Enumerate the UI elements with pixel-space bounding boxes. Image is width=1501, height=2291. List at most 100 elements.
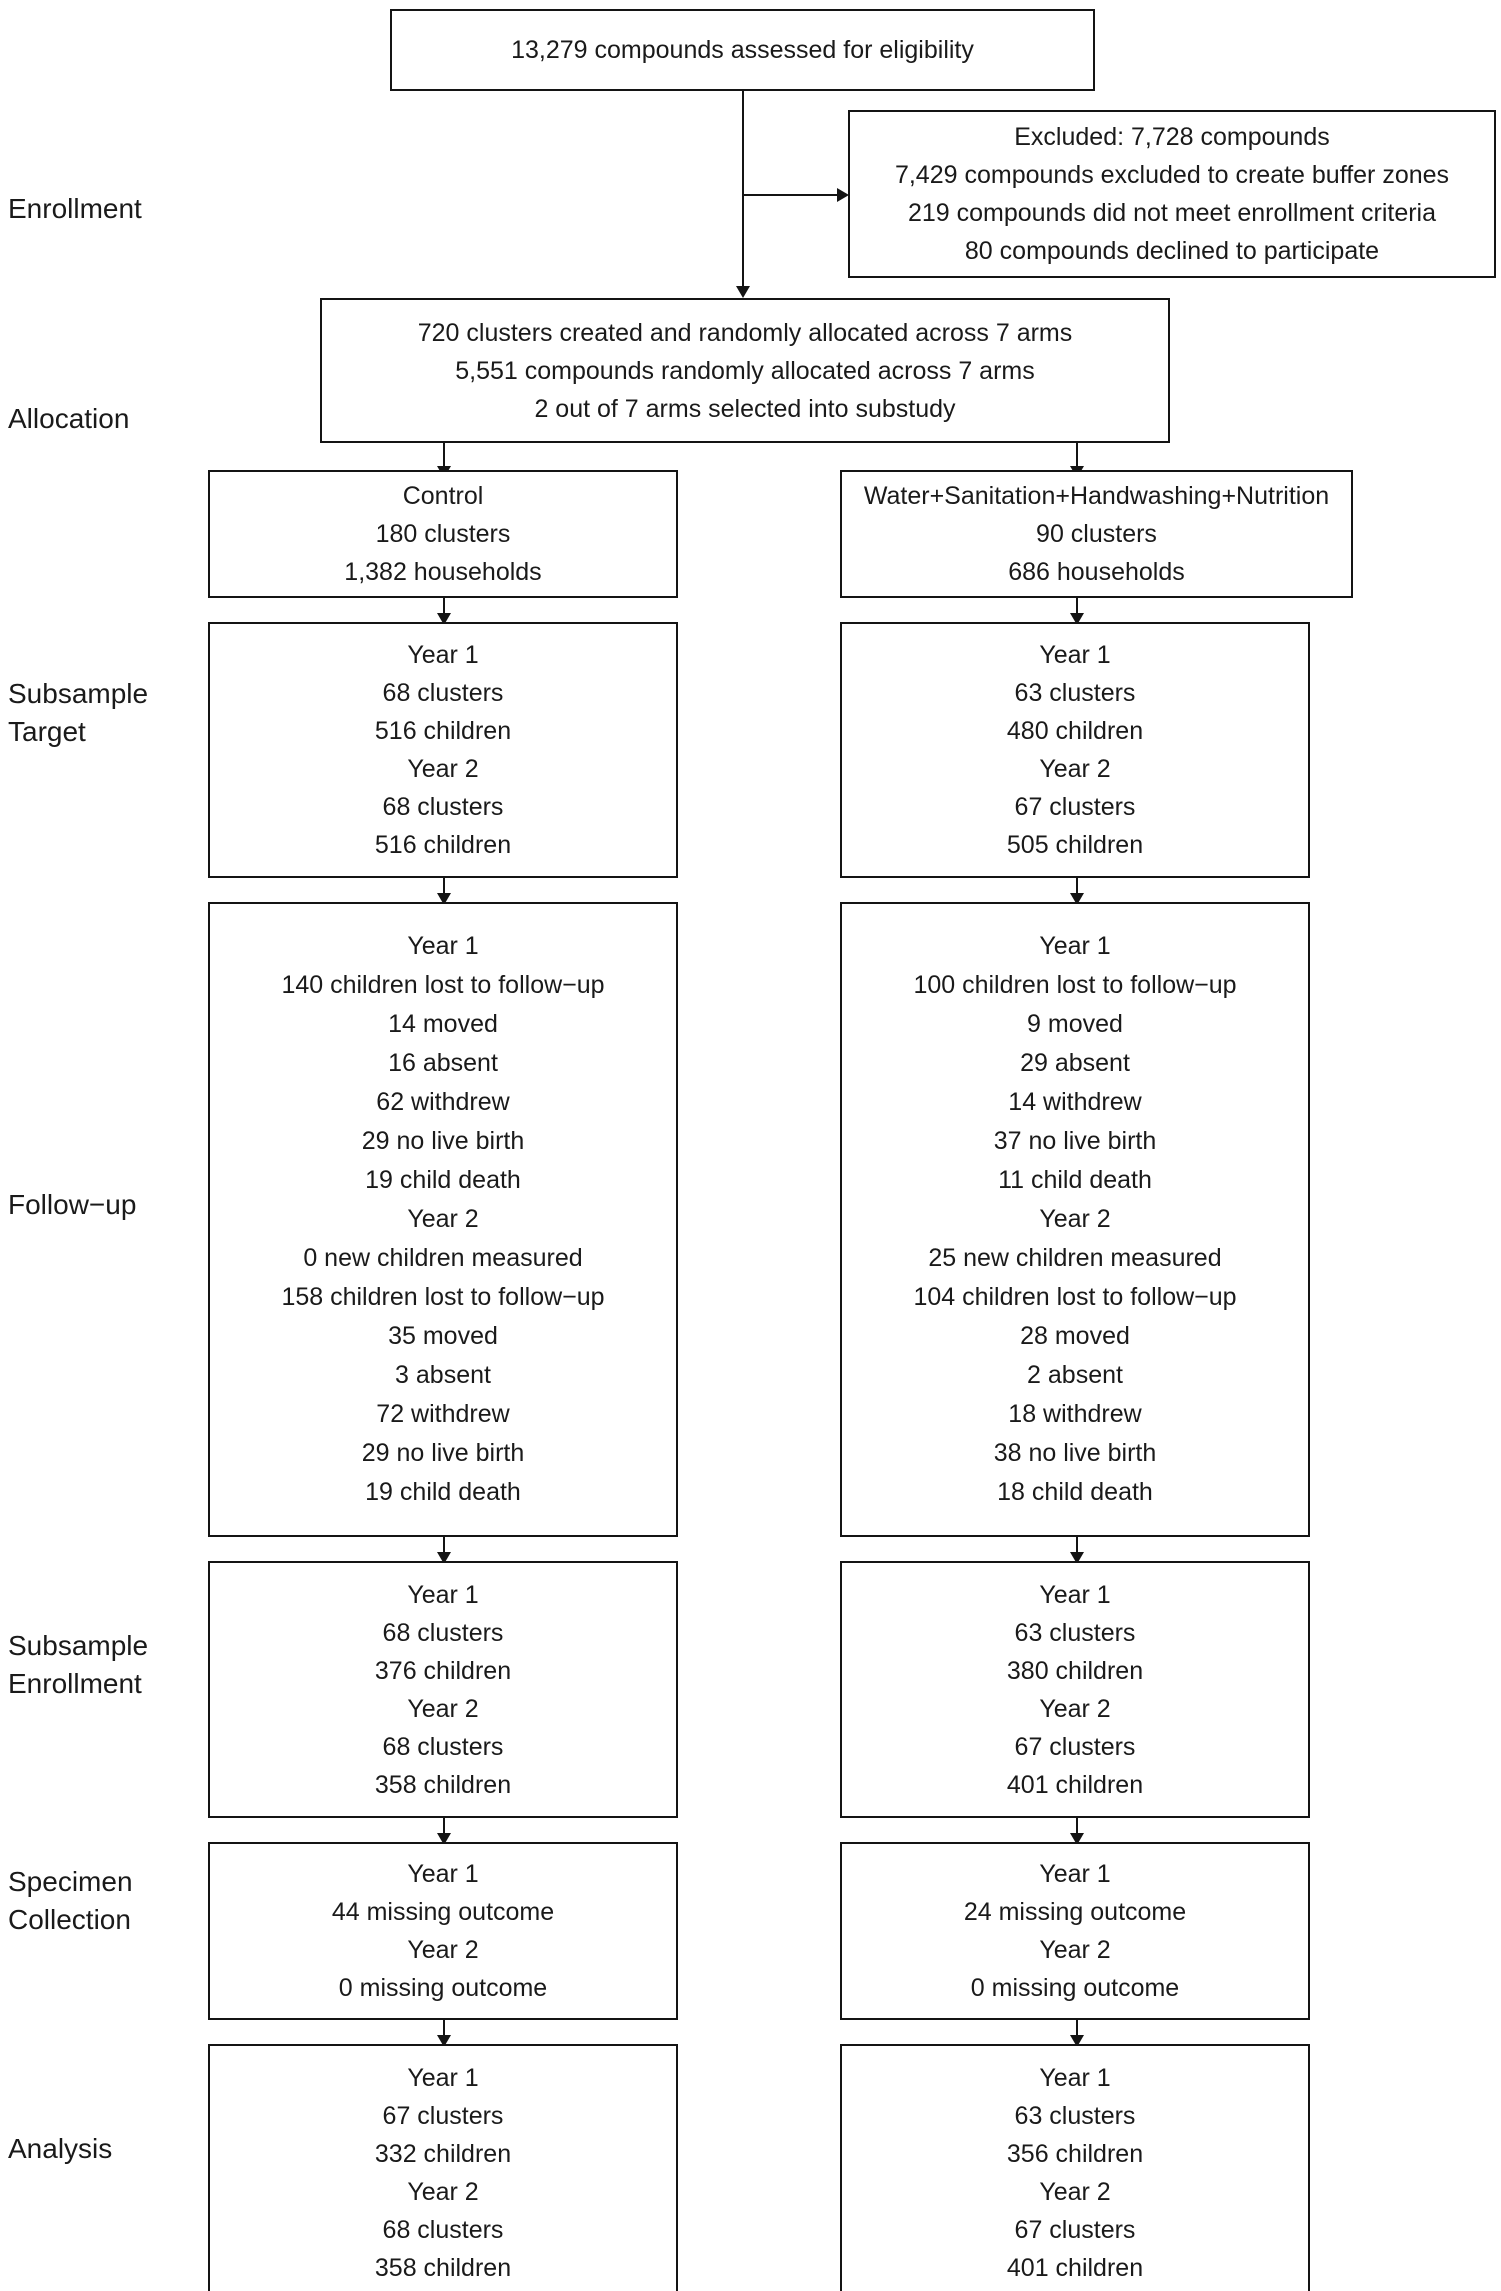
node-line: Year 2 bbox=[1039, 1936, 1111, 1964]
node-line: 2 out of 7 arms selected into substudy bbox=[534, 394, 956, 423]
arrowhead-allocation bbox=[736, 286, 750, 298]
connector-control-specimen-to-analysis bbox=[443, 2020, 445, 2044]
stage-label-subsample-target: Subsample Target bbox=[8, 678, 149, 747]
stage-label-subsample-enrollment: Subsample Enrollment bbox=[8, 1630, 149, 1699]
node-line: 1,382 households bbox=[344, 558, 542, 586]
node-line: 63 clusters bbox=[1014, 679, 1136, 707]
node-assessed-for-eligibility: 13,279 compounds assessed for eligibilit… bbox=[390, 9, 1095, 91]
node-line: 358 children bbox=[374, 1770, 512, 1799]
node-line: Excluded: 7,728 compounds bbox=[1014, 123, 1330, 151]
node-line: 158 children lost to follow−up bbox=[281, 1283, 605, 1311]
node-line: Year 2 bbox=[1039, 1205, 1111, 1233]
node-followup-control: Year 1 140 children lost to follow−up 14… bbox=[208, 902, 678, 1537]
node-line: 2 absent bbox=[1027, 1361, 1123, 1389]
node-line: 68 clusters bbox=[382, 679, 504, 707]
node-line: 19 child death bbox=[365, 1478, 521, 1506]
node-line: 63 clusters bbox=[1014, 1618, 1136, 1647]
node-line: 13,279 compounds assessed for eligibilit… bbox=[511, 36, 974, 64]
node-line: 140 children lost to follow−up bbox=[281, 971, 605, 999]
node-line: 100 children lost to follow−up bbox=[913, 971, 1237, 999]
node-line: Year 2 bbox=[407, 1205, 479, 1233]
connector-control-header-to-target bbox=[443, 598, 445, 622]
node-line: 68 clusters bbox=[382, 793, 504, 821]
node-line: Water+Sanitation+Handwashing+Nutrition bbox=[863, 482, 1330, 510]
node-line: 28 moved bbox=[1020, 1322, 1130, 1350]
connector-allocation-stem-right bbox=[1076, 443, 1078, 474]
connector-wshn-specimen-to-analysis bbox=[1076, 2020, 1078, 2044]
node-line: 3 absent bbox=[395, 1361, 491, 1389]
node-arm-control-header: Control 180 clusters 1,382 households bbox=[208, 470, 678, 598]
node-target-wshn: Year 1 63 clusters 480 children Year 2 6… bbox=[840, 622, 1310, 878]
node-line: 9 moved bbox=[1027, 1010, 1123, 1038]
node-line: Year 1 bbox=[407, 641, 479, 669]
node-line: 16 absent bbox=[388, 1049, 498, 1077]
node-line: 219 compounds did not meet enrollment cr… bbox=[907, 199, 1437, 227]
node-line: Year 1 bbox=[1039, 641, 1111, 669]
node-line: 19 child death bbox=[365, 1166, 521, 1194]
node-line: 14 withdrew bbox=[1008, 1088, 1142, 1116]
node-line: 0 missing outcome bbox=[338, 1974, 548, 2002]
node-allocation: 720 clusters created and randomly alloca… bbox=[320, 298, 1170, 443]
node-line: 44 missing outcome bbox=[331, 1898, 555, 1926]
node-line: 480 children bbox=[1006, 717, 1144, 745]
node-line: Year 1 bbox=[1039, 1580, 1111, 1609]
node-line: 0 new children measured bbox=[303, 1244, 583, 1272]
node-line: 720 clusters created and randomly alloca… bbox=[417, 318, 1073, 347]
connector-wshn-target-to-followup bbox=[1076, 878, 1078, 902]
node-line: 24 missing outcome bbox=[963, 1898, 1187, 1926]
node-line: 35 moved bbox=[388, 1322, 498, 1350]
node-line: 38 no live birth bbox=[993, 1439, 1157, 1467]
node-line: Control bbox=[402, 482, 484, 510]
node-line: 62 withdrew bbox=[376, 1088, 510, 1116]
node-line: 401 children bbox=[1006, 1770, 1144, 1799]
node-line: 376 children bbox=[374, 1656, 512, 1685]
node-line: 67 clusters bbox=[1014, 1732, 1136, 1761]
node-line: 68 clusters bbox=[382, 2215, 504, 2244]
node-line: 72 withdrew bbox=[376, 1400, 510, 1428]
node-line: 356 children bbox=[1006, 2139, 1144, 2168]
node-line: 67 clusters bbox=[1014, 793, 1136, 821]
node-line: 505 children bbox=[1006, 831, 1144, 859]
node-line: 37 no live birth bbox=[993, 1127, 1157, 1155]
stage-label-specimen-collection: Specimen Collection bbox=[8, 1866, 133, 1935]
connector-wshn-header-to-target bbox=[1076, 598, 1078, 622]
node-line: Year 1 bbox=[407, 2063, 479, 2092]
node-line: 29 no live birth bbox=[361, 1439, 525, 1467]
node-line: 0 missing outcome bbox=[970, 1974, 1180, 2002]
stage-label-follow-up: Follow−up bbox=[8, 1189, 137, 1220]
node-line: 67 clusters bbox=[382, 2101, 504, 2130]
node-line: Year 2 bbox=[1039, 755, 1111, 783]
node-line: 7,429 compounds excluded to create buffe… bbox=[894, 161, 1450, 189]
node-specimen-wshn: Year 1 24 missing outcome Year 2 0 missi… bbox=[840, 1842, 1310, 2020]
connector-assessed-to-excluded bbox=[742, 194, 839, 196]
node-line: 25 new children measured bbox=[928, 1244, 1222, 1272]
stage-label-enrollment: Enrollment bbox=[8, 193, 142, 224]
connector-allocation-stem-left bbox=[443, 443, 445, 474]
node-line: Year 1 bbox=[407, 1580, 479, 1609]
node-target-control: Year 1 68 clusters 516 children Year 2 6… bbox=[208, 622, 678, 878]
node-excluded: Excluded: 7,728 compounds 7,429 compound… bbox=[848, 110, 1496, 278]
connector-assessed-to-allocation bbox=[742, 91, 744, 296]
node-line: 104 children lost to follow−up bbox=[913, 1283, 1237, 1311]
node-analysis-control: Year 1 67 clusters 332 children Year 2 6… bbox=[208, 2044, 678, 2291]
node-line: 14 moved bbox=[388, 1010, 498, 1038]
node-line: Year 1 bbox=[1039, 932, 1111, 960]
node-specimen-control: Year 1 44 missing outcome Year 2 0 missi… bbox=[208, 1842, 678, 2020]
node-followup-wshn: Year 1 100 children lost to follow−up 9 … bbox=[840, 902, 1310, 1537]
node-line: 516 children bbox=[374, 831, 512, 859]
node-line: 18 child death bbox=[997, 1478, 1153, 1506]
arrowhead-excluded bbox=[837, 188, 849, 202]
node-line: 29 no live birth bbox=[361, 1127, 525, 1155]
node-line: Year 2 bbox=[407, 1694, 479, 1723]
node-line: 11 child death bbox=[998, 1166, 1152, 1194]
node-line: 5,551 compounds randomly allocated acros… bbox=[455, 356, 1035, 385]
connector-wshn-enrollment-to-specimen bbox=[1076, 1818, 1078, 1842]
node-enrollment-wshn: Year 1 63 clusters 380 children Year 2 6… bbox=[840, 1561, 1310, 1818]
node-line: 516 children bbox=[374, 717, 512, 745]
stage-label-allocation: Allocation bbox=[8, 403, 130, 434]
node-line: Year 2 bbox=[1039, 2177, 1111, 2206]
node-line: 68 clusters bbox=[382, 1618, 504, 1647]
node-line: 180 clusters bbox=[375, 520, 511, 548]
node-line: 80 compounds declined to participate bbox=[964, 237, 1380, 265]
